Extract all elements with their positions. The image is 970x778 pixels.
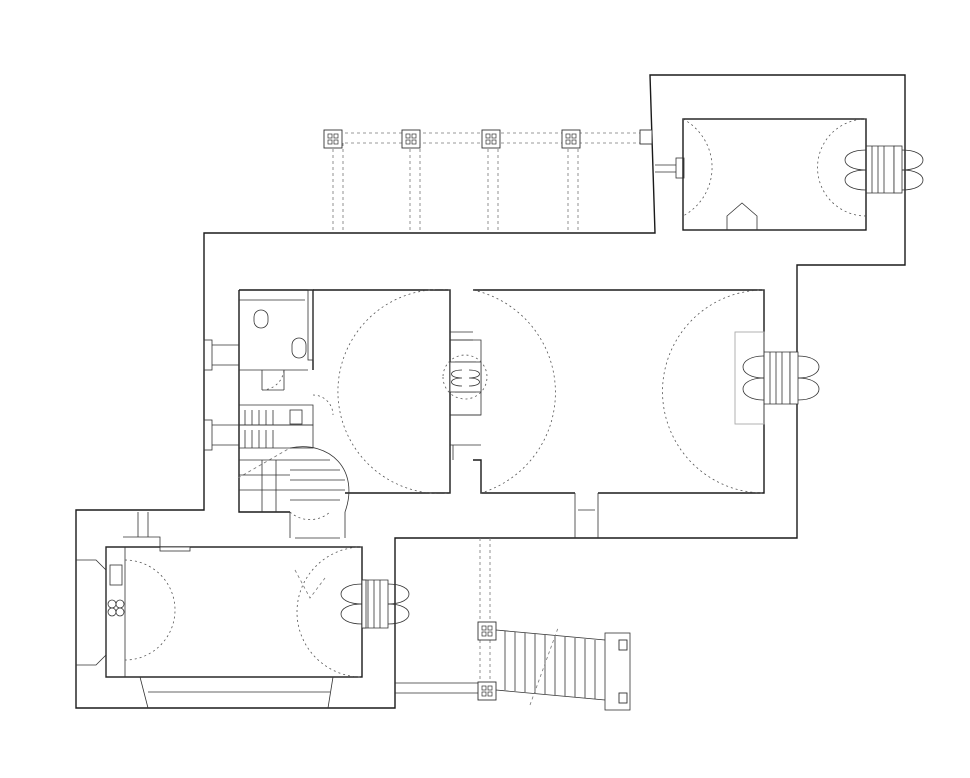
hob-burner bbox=[107, 599, 117, 609]
hob-burner bbox=[115, 599, 125, 609]
pergola-post bbox=[561, 129, 581, 149]
sink-fixture bbox=[291, 337, 307, 359]
pergola-post bbox=[639, 129, 653, 145]
pergola-post bbox=[401, 129, 421, 149]
room-kitchen bbox=[76, 512, 363, 709]
pergola-bottom bbox=[395, 538, 497, 701]
pergola-post bbox=[477, 681, 497, 701]
toilet-fixture bbox=[253, 309, 269, 329]
room-center-right bbox=[472, 289, 765, 538]
pergola-post bbox=[481, 129, 501, 149]
bathroom-block bbox=[203, 289, 350, 539]
room-center-left bbox=[313, 289, 473, 494]
hob-burner bbox=[115, 607, 125, 617]
exterior-stair bbox=[495, 627, 631, 711]
central-door bbox=[442, 339, 488, 460]
kitchen-east-door bbox=[340, 579, 410, 629]
east-door bbox=[742, 351, 820, 405]
outer-wall-outline bbox=[75, 74, 906, 709]
pergola-top bbox=[323, 129, 653, 233]
hob-burner bbox=[107, 607, 117, 617]
pergola-post bbox=[323, 129, 343, 149]
pergola-post bbox=[477, 621, 497, 641]
room-top-right bbox=[655, 118, 924, 231]
